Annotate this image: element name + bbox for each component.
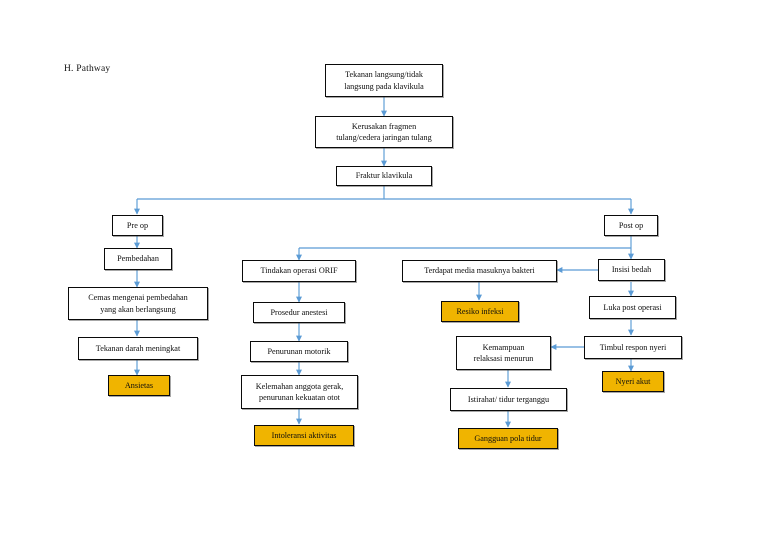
node-insisi-bedah[interactable]: Insisi bedah	[598, 259, 665, 281]
node-pembedahan[interactable]: Pembedahan	[104, 248, 172, 270]
node-nyeri-akut[interactable]: Nyeri akut	[602, 371, 664, 392]
node-post-op[interactable]: Post op	[604, 215, 658, 236]
node-terdapat-media-bakteri[interactable]: Terdapat media masuknya bakteri	[402, 260, 557, 282]
node-gangguan-pola-tidur[interactable]: Gangguan pola tidur	[458, 428, 558, 449]
node-cemas-pembedahan[interactable]: Cemas mengenai pembedahan yang akan berl…	[68, 287, 208, 320]
node-tekanan-langsung[interactable]: Tekanan langsung/tidak langsung pada kla…	[325, 64, 443, 97]
node-pre-op[interactable]: Pre op	[112, 215, 163, 236]
node-kerusakan-fragmen[interactable]: Kerusakan fragmen tulang/cedera jaringan…	[315, 116, 453, 148]
page-title: H. Pathway	[64, 64, 111, 74]
node-resiko-infeksi[interactable]: Resiko infeksi	[441, 301, 519, 322]
node-tekanan-darah-meningkat[interactable]: Tekanan darah meningkat	[78, 337, 198, 360]
node-fraktur-klavikula[interactable]: Fraktur klavikula	[336, 166, 432, 186]
node-penurunan-motorik[interactable]: Penurunan motorik	[250, 341, 348, 362]
node-istirahat-tidur-terganggu[interactable]: Istirahat/ tidur terganggu	[450, 388, 567, 411]
node-kelemahan-anggota-gerak[interactable]: Kelemahan anggota gerak, penurunan kekua…	[241, 375, 358, 409]
node-prosedur-anestesi[interactable]: Prosedur anestesi	[253, 302, 345, 323]
node-ansietas[interactable]: Ansietas	[108, 375, 170, 396]
node-kemampuan-relaksasi-menurun[interactable]: Kemampuan relaksasi menurun	[456, 336, 551, 370]
node-luka-post-operasi[interactable]: Luka post operasi	[589, 296, 676, 319]
node-tindakan-operasi-orif[interactable]: Tindakan operasi ORIF	[242, 260, 356, 282]
node-intoleransi-aktivitas[interactable]: Intoleransi aktivitas	[254, 425, 354, 446]
node-timbul-respon-nyeri[interactable]: Timbul respon nyeri	[584, 336, 682, 359]
